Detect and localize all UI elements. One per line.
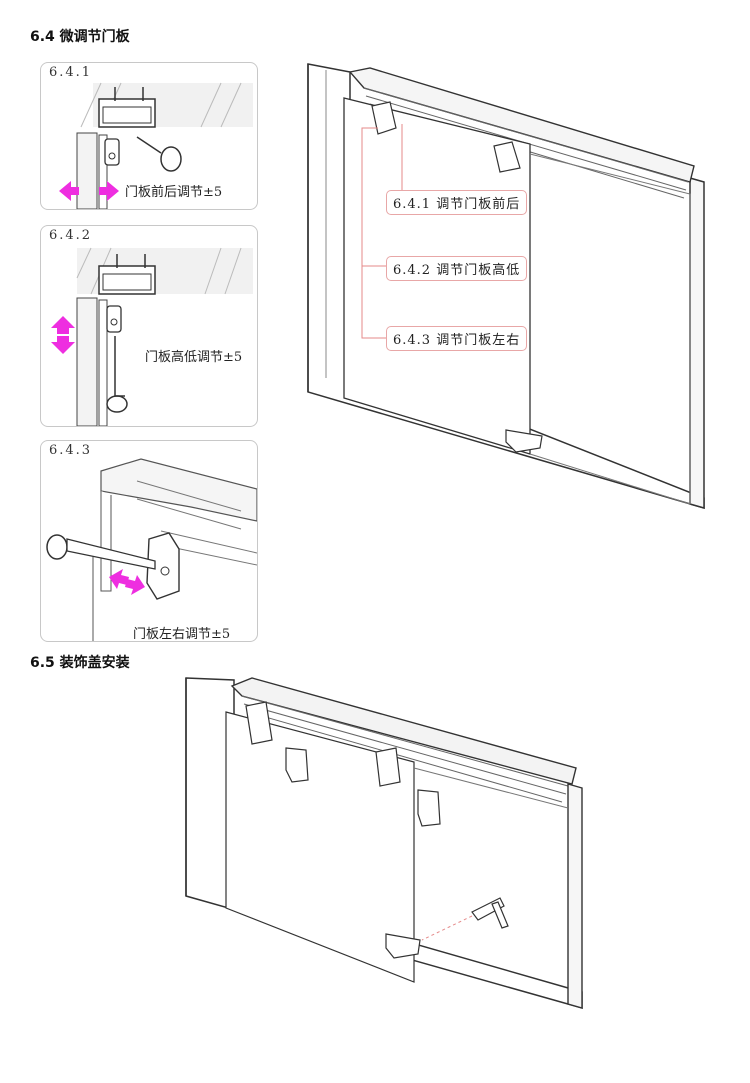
panel-caption: 门板前后调节±5 bbox=[125, 185, 223, 200]
section-title-6-5: 6.5 装饰盖安装 bbox=[30, 655, 130, 671]
section-title-6-4: 6.4 微调节门板 bbox=[30, 29, 130, 45]
sliding-door-overview-illustration bbox=[307, 63, 705, 510]
callout-643: 6.4.3 调节门板左右 bbox=[386, 326, 528, 351]
callout-641: 6.4.1 调节门板前后 bbox=[386, 190, 528, 215]
callout-642: 6.4.2 调节门板高低 bbox=[386, 256, 528, 281]
panel-caption: 门板高低调节±5 bbox=[145, 350, 243, 365]
panel-label: 6.4.1 bbox=[49, 65, 93, 80]
height-adjust-illustration bbox=[51, 247, 253, 426]
left-right-adjust-illustration bbox=[46, 458, 257, 641]
panel-caption: 门板左右调节±5 bbox=[133, 627, 231, 642]
panel-label: 6.4.3 bbox=[49, 443, 93, 458]
panel-label: 6.4.2 bbox=[49, 228, 93, 243]
detail-panel-641: 6.4.1 门板前后调节±5 bbox=[40, 62, 258, 210]
detail-panel-642: 6.4.2 门板高低调节±5 bbox=[40, 225, 258, 427]
cover-install-illustration bbox=[185, 677, 583, 1009]
front-back-adjust-illustration bbox=[59, 82, 253, 209]
detail-panel-643: 6.4.3 门板左右调节±5 bbox=[40, 440, 258, 642]
